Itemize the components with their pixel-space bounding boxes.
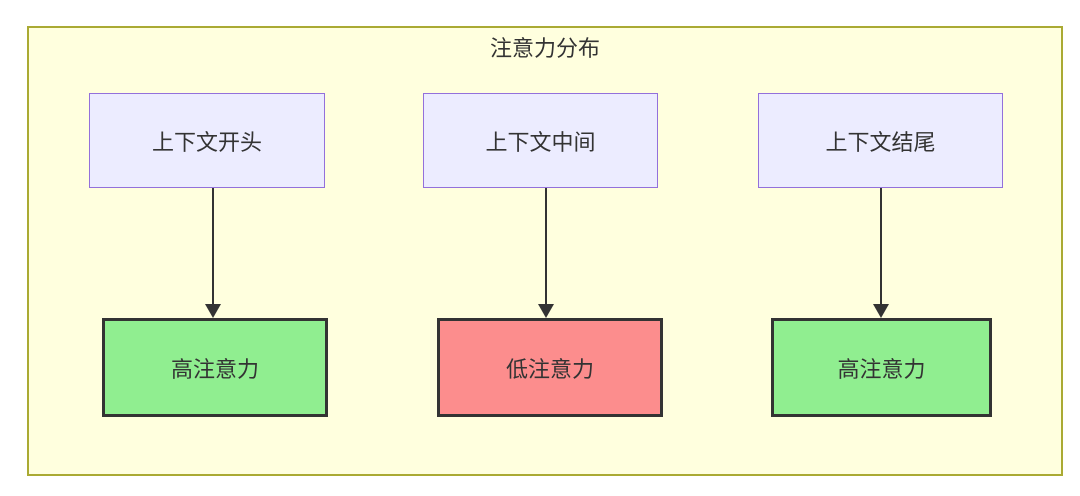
node-low-attention: 低注意力 bbox=[437, 318, 663, 417]
node-context-end: 上下文结尾 bbox=[758, 93, 1003, 188]
node-context-middle: 上下文中间 bbox=[423, 93, 658, 188]
arrow-down-icon bbox=[873, 188, 889, 318]
node-high-attention-2: 高注意力 bbox=[771, 318, 992, 417]
node-context-beginning: 上下文开头 bbox=[89, 93, 325, 188]
arrow-shaft bbox=[545, 188, 547, 304]
node-high-attention-1: 高注意力 bbox=[102, 318, 328, 417]
diagram-title: 注意力分布 bbox=[489, 36, 600, 61]
arrow-shaft bbox=[880, 188, 882, 304]
arrow-shaft bbox=[212, 188, 214, 304]
arrow-down-icon bbox=[538, 188, 554, 318]
arrowhead-icon bbox=[538, 304, 554, 318]
arrow-down-icon bbox=[205, 188, 221, 318]
arrowhead-icon bbox=[873, 304, 889, 318]
arrowhead-icon bbox=[205, 304, 221, 318]
